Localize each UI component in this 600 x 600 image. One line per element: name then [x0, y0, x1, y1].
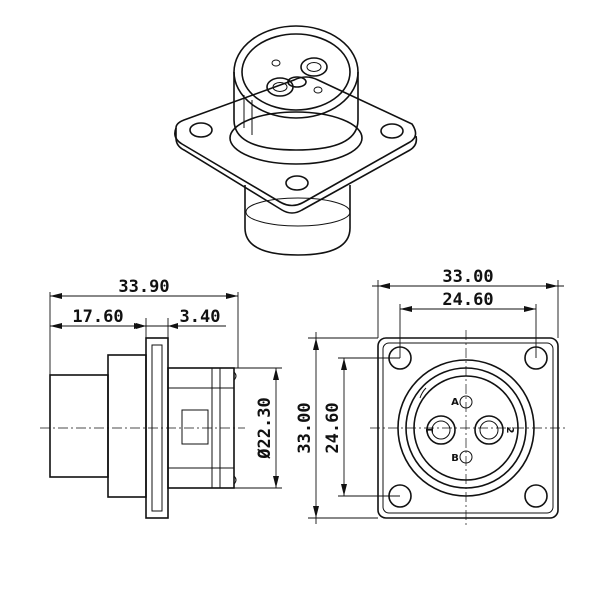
iso-flange-plate: [174, 76, 417, 207]
iso-hole-back: [287, 76, 307, 88]
front-contact-2: [474, 415, 504, 445]
pin-label-a: A: [451, 397, 459, 408]
iso-contact-2: [266, 77, 294, 97]
dim-hole-spacing-x: 24.60: [442, 290, 493, 310]
side-rear-housing: [107, 354, 147, 498]
iso-contact-1: [300, 57, 328, 77]
dim-front-height: 33.00: [295, 402, 315, 453]
iso-barrel-face: [233, 25, 359, 119]
dim-diameter: Ø22.30: [255, 397, 275, 459]
dim-hole-spacing-y: 24.60: [323, 402, 343, 453]
dim-arrows-dia: [273, 368, 279, 488]
front-contact-1: [426, 415, 456, 445]
pin-label-b: B: [451, 453, 459, 464]
iso-rear-ring: [245, 197, 351, 227]
dim-front-width: 33.00: [442, 267, 493, 287]
dim-body-length: 17.60: [72, 307, 123, 327]
side-view: 33.90 17.60 3.40 Ø22.30: [40, 277, 282, 519]
iso-barrel-side: [233, 72, 359, 151]
dim-flange-thickness: 3.40: [180, 307, 221, 327]
side-rear-body: [49, 374, 109, 478]
front-hole-br: [524, 484, 548, 508]
iso-contact-2-inner: [272, 82, 288, 92]
dim-arrows-flange: [136, 323, 178, 329]
iso-barrel-inner: [241, 33, 351, 111]
iso-hole-left: [189, 122, 213, 138]
iso-marker-b: [313, 86, 323, 94]
front-view: A B 1 2 33.00 24.60 33.00 24.60: [295, 267, 566, 526]
side-barrel-chamfer: [233, 371, 237, 485]
front-contact-1-inner: [431, 420, 451, 440]
isometric-view: [174, 25, 418, 256]
dim-total-length: 33.90: [118, 277, 169, 297]
side-barrel-window: [181, 409, 209, 445]
front-keyway: [419, 387, 427, 399]
iso-keyway: [243, 95, 253, 135]
pin-label-1: 1: [425, 426, 436, 433]
iso-barrel-base: [229, 111, 363, 165]
pin-label-2: 2: [504, 427, 515, 434]
iso-marker-a: [271, 59, 281, 67]
iso-hole-right: [380, 123, 404, 139]
iso-hole-front: [285, 175, 309, 191]
iso-flange-thickness: [175, 128, 418, 214]
front-contact-2-inner: [479, 420, 499, 440]
iso-contact-1-inner: [306, 62, 322, 72]
iso-rear-body: [244, 185, 351, 256]
